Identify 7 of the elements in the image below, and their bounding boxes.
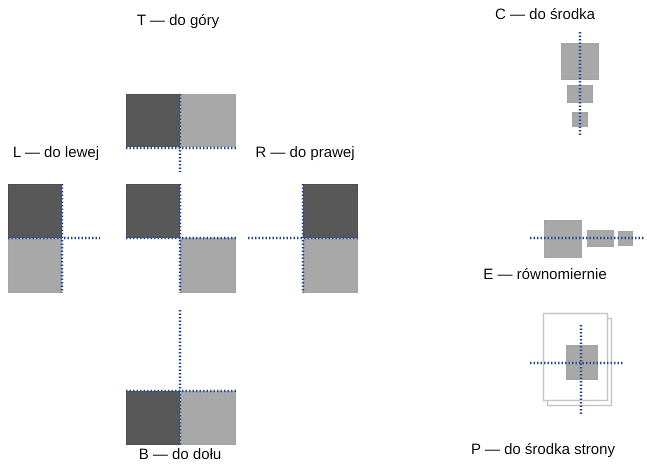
alignment-label: B — do dołu: [138, 446, 222, 463]
alignment-label: L — do lewej: [12, 144, 100, 161]
alignment-label: C — do środka: [494, 6, 596, 23]
alignment-label: P — do środka strony: [471, 441, 615, 458]
alignment-label: R — do prawej: [255, 144, 355, 161]
alignment-label: E — równomiernie: [483, 266, 607, 283]
alignment-label: T — do góry: [136, 12, 220, 29]
